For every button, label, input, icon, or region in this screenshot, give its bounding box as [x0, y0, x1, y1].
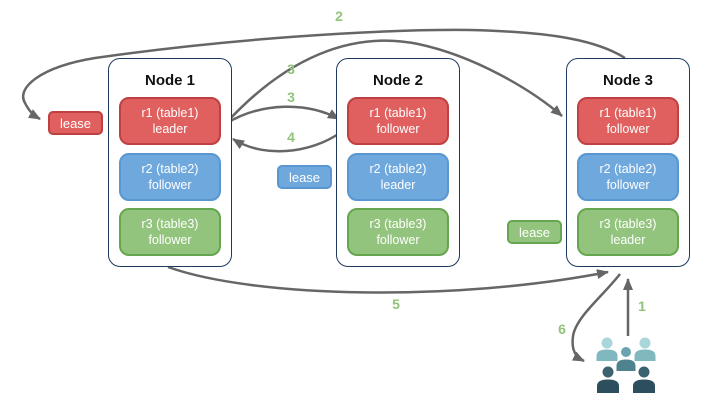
- lease-tag-r3: lease: [507, 220, 562, 244]
- replica-name: r3 (table3): [599, 216, 657, 231]
- replica-name: r3 (table3): [141, 216, 199, 231]
- arrow-label-6: 6: [558, 321, 566, 337]
- arrow-label-4: 4: [287, 129, 295, 145]
- node-1: Node 1 r1 (table1) leader r2 (table2) fo…: [108, 58, 232, 267]
- arrow-label-3-long: 3: [287, 61, 295, 77]
- node-1-replica-r2: r2 (table2) follower: [119, 153, 221, 201]
- lease-tag-r2: lease: [277, 165, 332, 189]
- replica-role: follower: [376, 122, 420, 136]
- replica-role: leader: [152, 122, 188, 136]
- arrow-label-1: 1: [638, 298, 646, 314]
- node-2-replica-r2: r2 (table2) leader: [347, 153, 449, 201]
- node-2-title: Node 2: [372, 72, 423, 89]
- replica-name: r1 (table1): [599, 105, 657, 120]
- node-3-replica-r1: r1 (table1) follower: [577, 97, 679, 145]
- node-2-replica-r1: r1 (table1) follower: [347, 97, 449, 145]
- node-2-replica-r3: r3 (table3) follower: [347, 208, 449, 256]
- replica-name: r3 (table3): [369, 216, 427, 231]
- replica-role: leader: [380, 178, 416, 192]
- arrow-6: [571, 273, 621, 363]
- replica-role: follower: [606, 178, 650, 192]
- arrow-5: [167, 265, 609, 294]
- replica-name: r2 (table2): [141, 161, 199, 176]
- replica-name: r1 (table1): [141, 105, 199, 120]
- replica-role: leader: [610, 233, 646, 247]
- arrow-label-5: 5: [392, 296, 400, 312]
- replica-role: follower: [376, 233, 420, 247]
- node-3-replica-r2: r2 (table2) follower: [577, 153, 679, 201]
- replica-role: follower: [606, 122, 650, 136]
- arrow-2: [22, 28, 626, 121]
- replica-name: r1 (table1): [369, 105, 427, 120]
- node-1-replica-r1: r1 (table1) leader: [119, 97, 221, 145]
- replica-name: r2 (table2): [599, 161, 657, 176]
- arrow-label-3-short: 3: [287, 89, 295, 105]
- node-3-title: Node 3: [602, 72, 653, 89]
- node-2: Node 2 r1 (table1) follower r2 (table2) …: [336, 58, 460, 267]
- node-3: Node 3 r1 (table1) follower r2 (table2) …: [566, 58, 690, 267]
- replica-role: follower: [148, 233, 192, 247]
- node-3-replica-r3: r3 (table3) leader: [577, 208, 679, 256]
- arrow-3-short: [226, 105, 340, 125]
- arrow-label-2: 2: [335, 8, 343, 24]
- replica-name: r2 (table2): [369, 161, 427, 176]
- replica-role: follower: [148, 178, 192, 192]
- arrow-3-long: [227, 39, 563, 122]
- lease-tag-r1: lease: [48, 111, 103, 135]
- node-1-replica-r3: r3 (table3) follower: [119, 208, 221, 256]
- users-group-icon: [596, 337, 656, 393]
- node-1-title: Node 1: [144, 72, 195, 89]
